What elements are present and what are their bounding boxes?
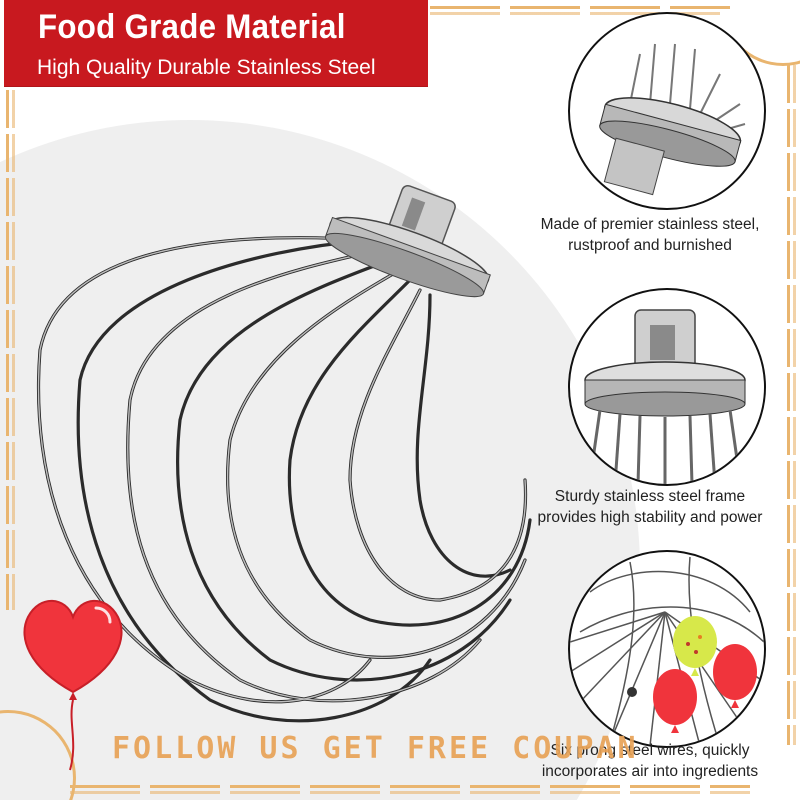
banner-title: Food Grade Material bbox=[38, 8, 346, 46]
whisk-wires-interior-icon bbox=[568, 550, 766, 748]
frame-top-line bbox=[430, 6, 730, 9]
heart-balloon-icon bbox=[23, 599, 123, 771]
feature-detail-3 bbox=[563, 550, 779, 750]
feature-caption-3: Six prong steel wires, quickly incorpora… bbox=[500, 740, 800, 782]
frame-top-line-inner bbox=[430, 12, 720, 15]
feature-caption-3-line1: Six prong steel wires, quickly bbox=[550, 742, 750, 759]
frame-bottom-line-inner bbox=[70, 791, 750, 794]
frame-right-line-inner bbox=[793, 65, 796, 745]
frame-bottom-line bbox=[70, 785, 750, 788]
feature-caption-1-line2: rustproof and burnished bbox=[568, 237, 732, 254]
stainless-steel-whisk-icon bbox=[36, 184, 532, 723]
whisk-hub-closeup-icon bbox=[568, 12, 766, 210]
feature-caption-2-line1: Sturdy stainless steel frame bbox=[554, 488, 746, 505]
feature-caption-2: Sturdy stainless steel frame provides hi… bbox=[500, 486, 800, 528]
banner-subtitle: High Quality Durable Stainless Steel bbox=[37, 56, 376, 79]
feature-caption-1-line1: Made of premier stainless steel, bbox=[540, 216, 760, 233]
feature-detail-2 bbox=[563, 288, 779, 488]
feature-caption-1: Made of premier stainless steel, rustpro… bbox=[500, 214, 800, 256]
feature-caption-3-line2: incorporates air into ingredients bbox=[541, 763, 759, 780]
frame-left-line bbox=[6, 90, 9, 610]
feature-detail-1 bbox=[563, 12, 779, 212]
frame-left-line-inner bbox=[12, 90, 15, 610]
whisk-collar-frame-icon bbox=[568, 288, 766, 486]
feature-caption-2-line2: provides high stability and power bbox=[537, 509, 763, 526]
header-banner: Food Grade Material High Quality Durable… bbox=[4, 0, 428, 86]
frame-right-line bbox=[787, 65, 790, 745]
follow-us-promo-text: FOLLOW US GET FREE COUPAN bbox=[112, 731, 639, 766]
